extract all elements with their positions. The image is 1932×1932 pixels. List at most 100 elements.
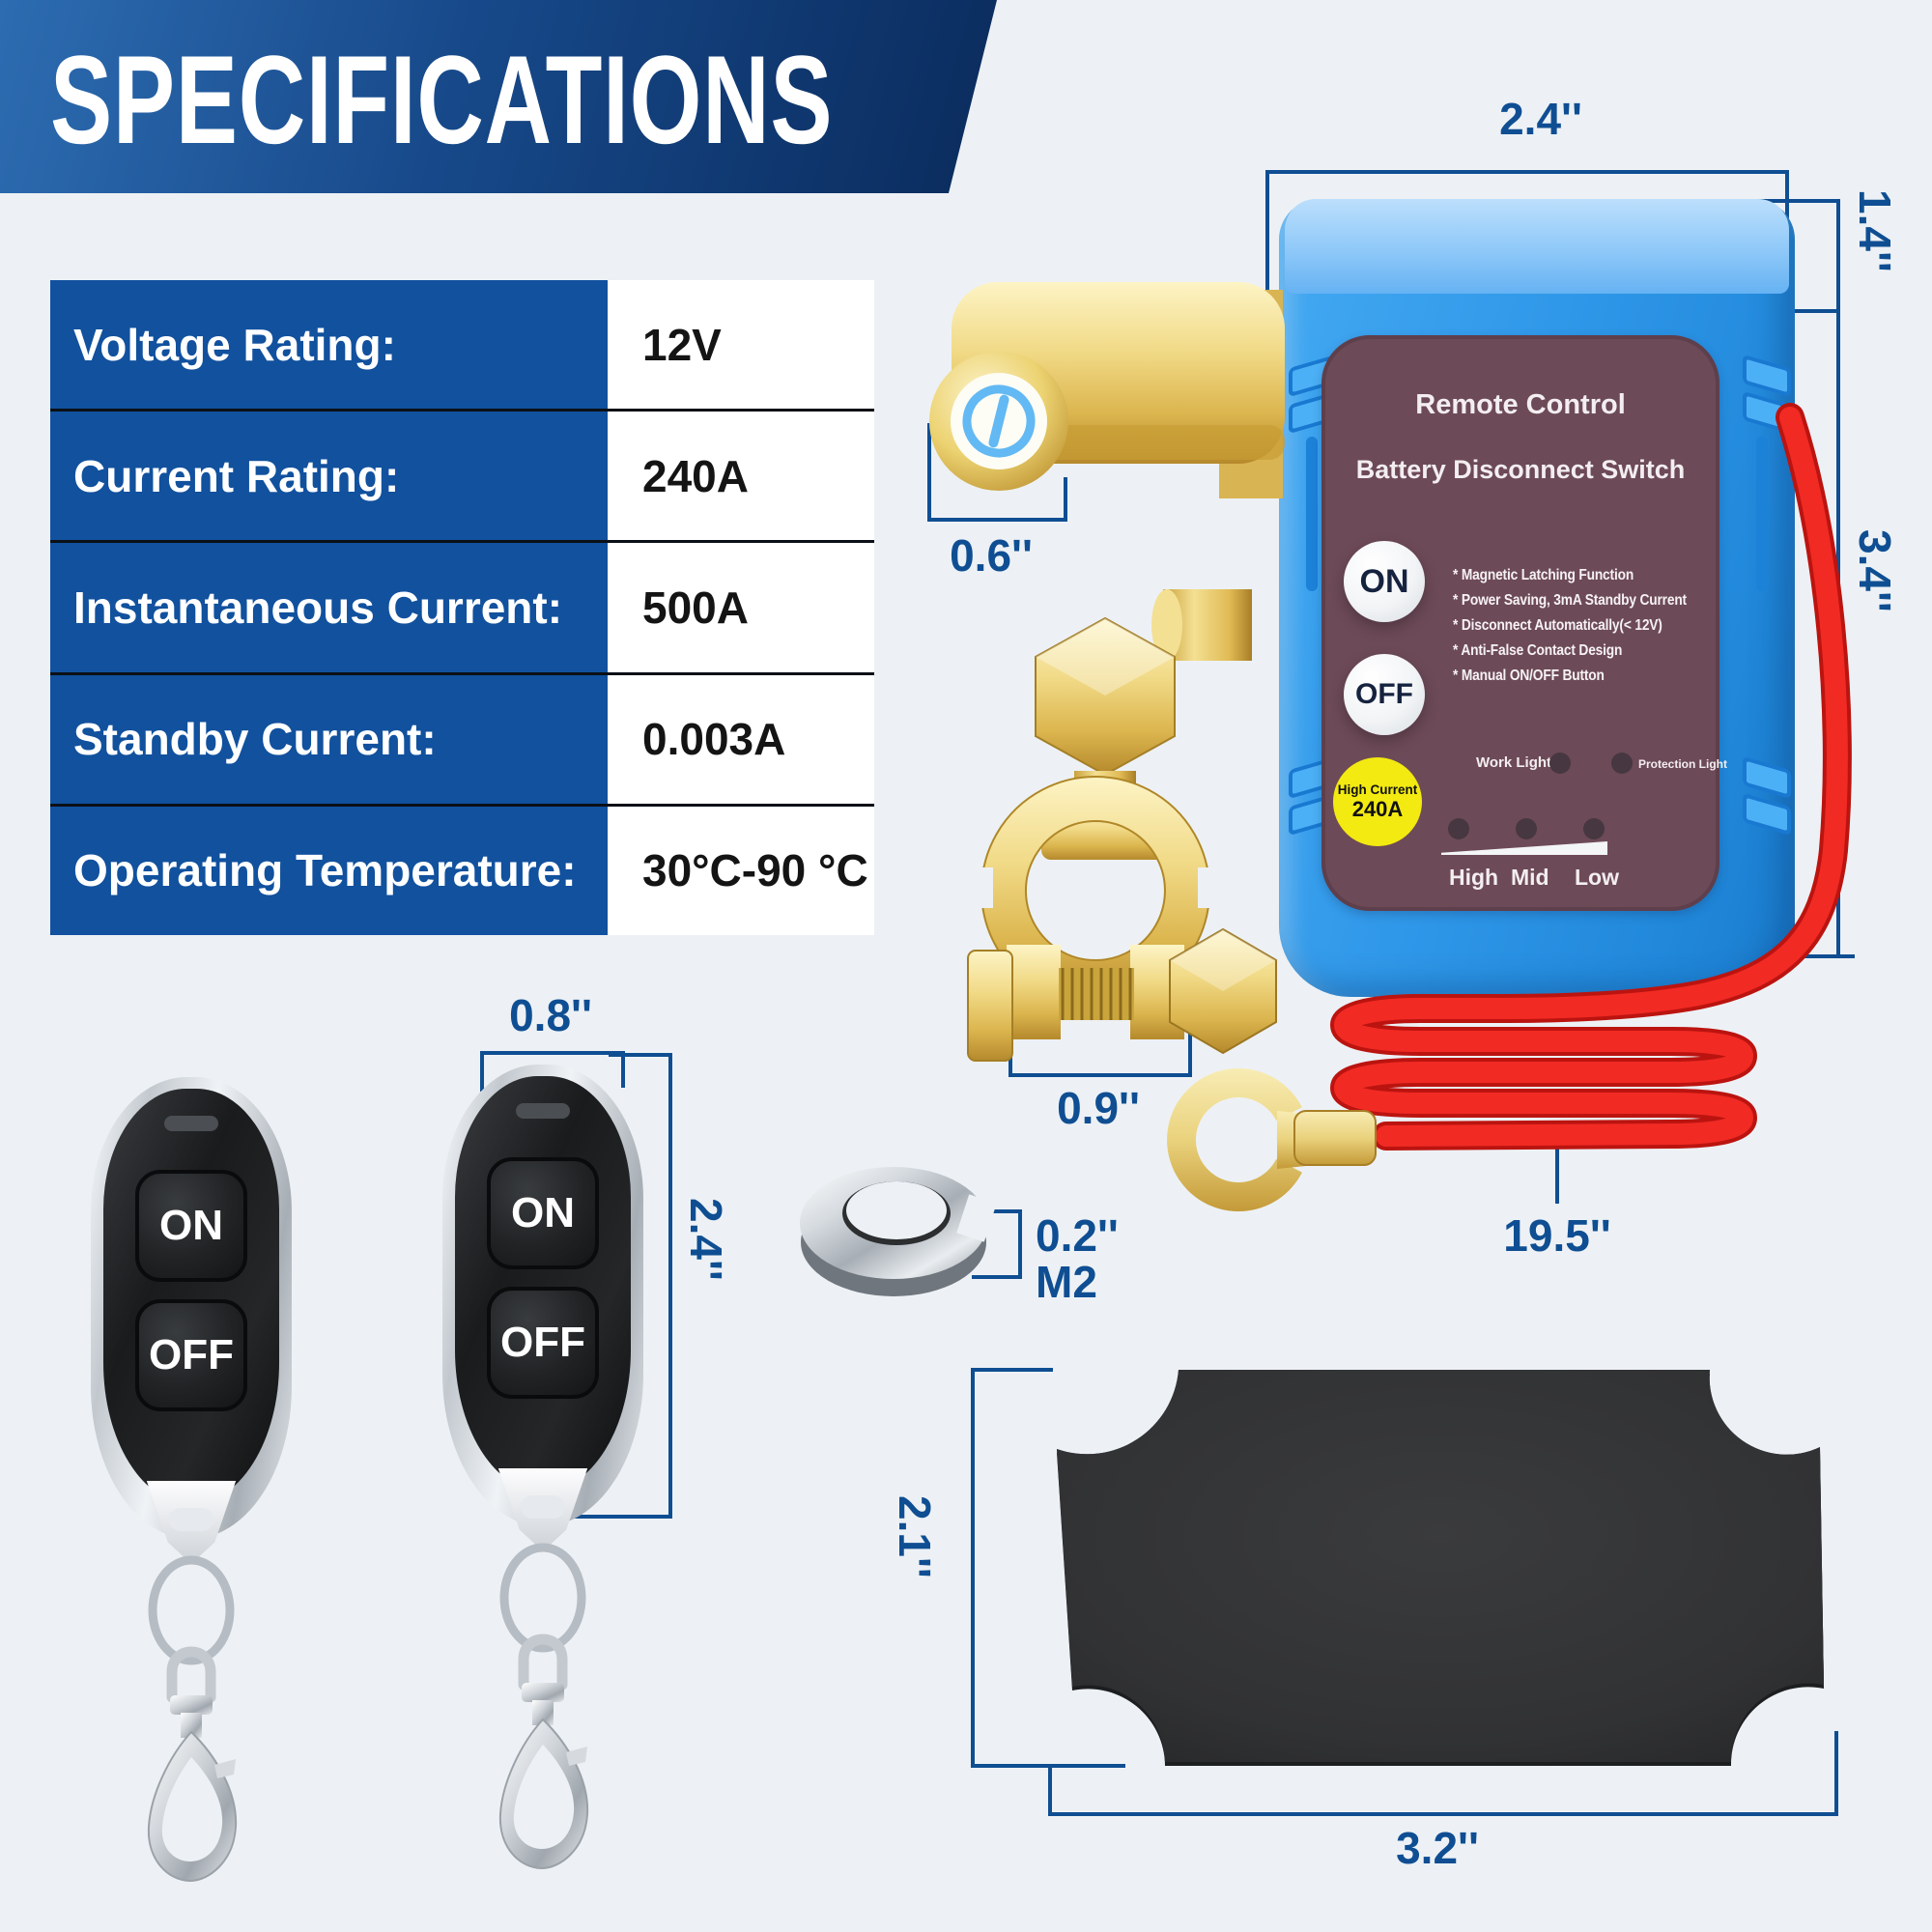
table-row: Current Rating: 240A <box>50 409 874 541</box>
protection-light-led-icon <box>1611 753 1633 774</box>
dim-clamp: 0.9'' <box>1057 1083 1140 1133</box>
switch-device-top-cap <box>1285 199 1789 294</box>
keyring-clasp-icon <box>147 1555 238 1883</box>
grille-groove <box>1756 437 1768 591</box>
spec-value: 0.003A <box>608 674 874 804</box>
remote-keyring-hole <box>169 1508 213 1531</box>
dim-stud: 0.6'' <box>950 530 1033 581</box>
level-high-label: High <box>1449 865 1499 890</box>
spec-value: 30°C-90 °C <box>608 806 874 936</box>
table-row: Standby Current: 0.003A <box>50 671 874 804</box>
spec-label: Voltage Rating: <box>50 280 608 410</box>
level-mid-label: Mid <box>1511 865 1549 890</box>
spec-label: Standby Current: <box>50 674 608 804</box>
device-off-label: OFF <box>1355 678 1413 710</box>
remote-on-label: ON <box>511 1189 575 1236</box>
badge-line1: High Current <box>1337 781 1418 797</box>
remote-control-2: ON OFF <box>442 1065 643 1915</box>
dim-line <box>1064 477 1067 522</box>
feature-item: * Disconnect Automatically(< 12V) <box>1453 617 1662 634</box>
feature-item: * Magnetic Latching Function <box>1453 567 1634 583</box>
device-title-line2: Battery Disconnect Switch <box>1355 455 1686 484</box>
high-current-badge: High Current 240A <box>1333 757 1422 846</box>
power-icon <box>929 352 1068 491</box>
device-label-panel: Remote Control Battery Disconnect Switch… <box>1321 335 1727 911</box>
dim-line <box>972 1275 1022 1279</box>
dim-remote-width: 0.8'' <box>509 990 592 1040</box>
dim-remote-height: 2.4'' <box>681 1198 731 1281</box>
spec-value: 12V <box>608 280 874 410</box>
feature-item: * Power Saving, 3mA Standby Current <box>1453 592 1687 609</box>
device-title-line1: Remote Control <box>1415 389 1626 420</box>
device-on-button: ON <box>1344 541 1425 622</box>
dim-line <box>1707 199 1840 203</box>
dim-wire-length: 19.5'' <box>1503 1210 1611 1261</box>
dim-cap-height: 1.4'' <box>1850 189 1900 272</box>
dim-line <box>927 423 931 522</box>
dim-device-width: 2.4'' <box>1499 94 1582 144</box>
dim-line <box>1265 170 1269 323</box>
ring-terminal <box>1167 1068 1377 1212</box>
dim-washer-size: M2 <box>1036 1257 1097 1307</box>
work-light-led-icon <box>1549 753 1571 774</box>
feature-item: * Anti-False Contact Design <box>1453 642 1623 659</box>
page-title: SPECIFICATIONS <box>50 29 834 170</box>
keyring-clasp-icon <box>498 1543 589 1870</box>
level-led-high-icon <box>1448 818 1469 839</box>
dim-line <box>1009 1073 1192 1077</box>
remote-off-label: OFF <box>500 1319 585 1366</box>
feature-item: * Manual ON/OFF Button <box>1453 668 1605 684</box>
remote-on-button: ON <box>487 1157 599 1269</box>
remote-indicator-icon <box>516 1103 570 1119</box>
remote-face <box>103 1089 279 1504</box>
specifications-banner: SPECIFICATIONS <box>0 0 997 193</box>
dim-line <box>1188 1020 1192 1075</box>
dim-plate-height: 2.1'' <box>890 1495 940 1578</box>
work-light-label: Work Light <box>1476 754 1552 771</box>
spec-value: 240A <box>608 412 874 541</box>
dim-line <box>1785 309 1840 313</box>
protection-light-label: Protection Light <box>1638 757 1727 771</box>
dim-line <box>668 1053 672 1519</box>
dim-line <box>556 1515 672 1519</box>
device-off-button: OFF <box>1344 654 1425 735</box>
spec-label: Operating Temperature: <box>50 806 608 936</box>
dim-device-height: 3.4'' <box>1850 529 1900 612</box>
dim-line <box>621 1051 625 1088</box>
spec-label: Instantaneous Current: <box>50 543 608 672</box>
grille-groove <box>1306 437 1318 591</box>
dim-line <box>1048 1764 1052 1816</box>
spec-value: 500A <box>608 543 874 672</box>
remote-face <box>455 1076 631 1492</box>
remote-on-button: ON <box>135 1170 247 1282</box>
dim-line <box>971 1368 1053 1372</box>
remote-keyring-hole <box>521 1495 565 1519</box>
dim-line <box>1265 170 1789 174</box>
dim-line <box>1555 1128 1559 1204</box>
level-low-label: Low <box>1575 865 1619 890</box>
table-row: Voltage Rating: 12V <box>50 280 874 410</box>
spec-label: Current Rating: <box>50 412 608 541</box>
dim-line <box>972 1209 1022 1213</box>
remote-indicator-icon <box>164 1116 218 1131</box>
remote-off-button: OFF <box>135 1299 247 1411</box>
dim-line <box>1018 1209 1022 1279</box>
remote-off-button: OFF <box>487 1287 599 1399</box>
brass-terminal-assembly <box>929 282 1285 1062</box>
dim-line <box>1834 1731 1838 1816</box>
dim-line <box>609 1053 672 1057</box>
table-row: Operating Temperature: 30°C-90 °C <box>50 803 874 936</box>
badge-line2: 240A <box>1351 796 1404 821</box>
red-wire <box>1167 403 1852 1212</box>
lock-washer <box>800 1167 997 1296</box>
level-led-low-icon <box>1583 818 1605 839</box>
device-on-label: ON <box>1359 562 1409 600</box>
spec-table: Voltage Rating: 12V Current Rating: 240A… <box>50 280 874 936</box>
dim-line <box>480 1051 625 1055</box>
dim-line <box>927 518 1067 522</box>
dim-line <box>480 1051 484 1092</box>
level-led-mid-icon <box>1516 818 1537 839</box>
dim-line <box>1048 1812 1838 1816</box>
dim-washer-thickness: 0.2'' <box>1036 1210 1119 1261</box>
